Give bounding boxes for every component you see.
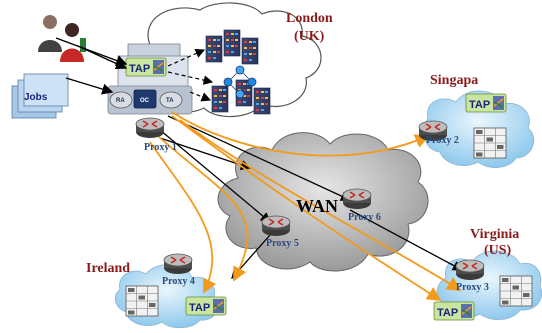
proxy-5-router-icon (261, 215, 291, 237)
proxy-3-label: Proxy 3 (456, 282, 489, 293)
proxy-2-label: Proxy 2 (426, 135, 459, 146)
user-flows (55, 37, 128, 95)
black-flows (159, 115, 464, 279)
jobs-icon (11, 73, 69, 119)
ra-label: RA (116, 98, 125, 104)
wan-label: WAN (296, 196, 338, 216)
tap-virginia-label: TAP (437, 307, 458, 319)
oc-label: OC (140, 98, 150, 104)
proxy-4-label: Proxy 4 (162, 276, 195, 287)
wan-cloud (217, 132, 429, 272)
london-label: London (286, 11, 333, 26)
ta-component (159, 91, 183, 109)
orange-flows (149, 111, 462, 301)
london-network-graph (223, 65, 257, 99)
proxy-3-router-icon (455, 259, 485, 281)
ta-label: TA (166, 98, 174, 104)
london-sub-label: (UK) (294, 29, 325, 44)
tap-ireland-label: TAP (189, 302, 210, 314)
singapore-label: Singapa (430, 73, 478, 88)
virginia-rack (499, 275, 533, 307)
london-dispatch-flows (167, 49, 214, 102)
tap-singapore-label: TAP (469, 99, 490, 111)
jobs-label: Jobs (24, 92, 48, 103)
proxy-6-label: Proxy 6 (348, 212, 381, 223)
tap-london-label: TAP (129, 63, 150, 75)
users-icon (38, 15, 86, 62)
ireland-label: Ireland (86, 261, 130, 276)
ra-component (109, 91, 133, 109)
virginia-sub-label: (US) (484, 243, 512, 258)
proxy-4-router-icon (163, 253, 193, 275)
ireland-rack (125, 285, 159, 317)
virginia-label: Virginia (470, 227, 519, 242)
proxy-6-router-icon (342, 188, 372, 210)
singapore-rack (473, 127, 507, 159)
oc-component (133, 89, 157, 109)
proxy-5-label: Proxy 5 (266, 238, 299, 249)
proxy-1-router-icon (135, 117, 165, 139)
proxy-1-label: Proxy 1 (144, 142, 177, 153)
